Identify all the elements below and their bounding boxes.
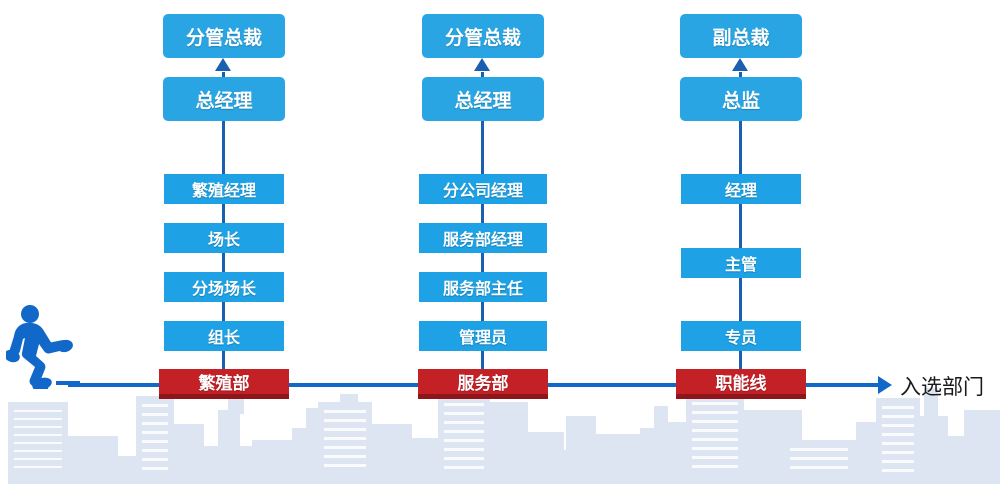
career-column-breeding: 分管总裁 总经理 繁殖经理 场长 分场场长 组长 繁殖部	[124, 0, 324, 420]
connector-arrow-icon	[474, 58, 490, 71]
career-column-service: 分管总裁 总经理 分公司经理 服务部经理 服务部主任 管理员 服务部	[383, 0, 583, 420]
connector-arrow-icon	[215, 58, 231, 71]
connector-stem	[739, 72, 742, 382]
node-level[interactable]: 主管	[681, 248, 801, 278]
node-level[interactable]: 繁殖经理	[164, 174, 284, 204]
node-level[interactable]: 分公司经理	[419, 174, 547, 204]
career-column-functional: 副总裁 总监 经理 主管 专员 职能线	[641, 0, 841, 420]
node-top[interactable]: 总监	[680, 77, 802, 121]
node-top[interactable]: 分管总裁	[422, 14, 544, 58]
node-level[interactable]: 组长	[164, 321, 284, 351]
node-level[interactable]: 专员	[681, 321, 801, 351]
node-top[interactable]: 总经理	[422, 77, 544, 121]
axis-arrow-icon	[878, 376, 892, 394]
node-level[interactable]: 分场场长	[164, 272, 284, 302]
node-level[interactable]: 管理员	[419, 321, 547, 351]
department-badge[interactable]: 繁殖部	[159, 369, 289, 399]
node-level[interactable]: 场长	[164, 223, 284, 253]
node-level[interactable]: 经理	[681, 174, 801, 204]
walking-person-icon	[4, 303, 80, 391]
node-level[interactable]: 服务部主任	[419, 272, 547, 302]
node-level[interactable]: 服务部经理	[419, 223, 547, 253]
department-badge[interactable]: 职能线	[676, 369, 806, 399]
node-top[interactable]: 分管总裁	[163, 14, 285, 58]
node-top[interactable]: 总经理	[163, 77, 285, 121]
node-top[interactable]: 副总裁	[680, 14, 802, 58]
axis-label: 入选部门	[900, 375, 984, 399]
department-badge[interactable]: 服务部	[418, 369, 548, 399]
connector-arrow-icon	[732, 58, 748, 71]
